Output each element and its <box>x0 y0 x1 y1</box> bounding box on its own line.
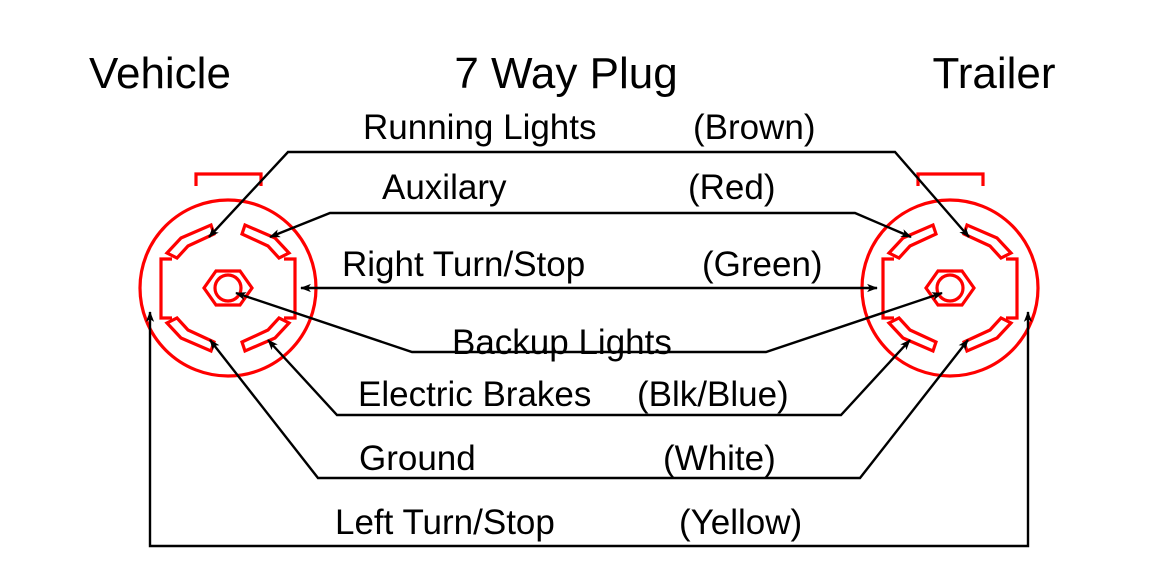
svg-text:Electric Brakes: Electric Brakes <box>358 375 591 414</box>
trailer-pin-left-turn <box>1006 257 1019 320</box>
wire-line-ground <box>209 339 969 480</box>
svg-text:(Green): (Green) <box>702 245 823 284</box>
svg-text:Right Turn/Stop: Right Turn/Stop <box>342 245 585 284</box>
svg-text:Left Turn/Stop: Left Turn/Stop <box>335 503 555 542</box>
trailer-connector <box>860 172 1040 378</box>
wire-label-electric-brakes: Electric Brakes (Blk/Blue) <box>358 375 789 414</box>
vehicle-pin-electric-brakes <box>240 316 292 354</box>
wire-label-right-turn: Right Turn/Stop (Green) <box>342 245 823 284</box>
svg-text:Backup Lights: Backup Lights <box>452 323 672 362</box>
wire-label-left-turn: Left Turn/Stop (Yellow) <box>335 503 802 542</box>
vehicle-pin-backup-lights-bore <box>213 273 243 303</box>
heading-vehicle: Vehicle <box>89 49 231 98</box>
wire-line-auxilary <box>269 211 912 239</box>
trailer-connector-tab <box>916 172 985 186</box>
svg-text:(Brown): (Brown) <box>693 108 816 147</box>
trailer-pin-running-lights <box>962 222 1014 260</box>
svg-text:(White): (White) <box>663 439 776 478</box>
wire-line-left-turn <box>145 311 1033 548</box>
vehicle-connector-body <box>138 198 318 378</box>
wire-label-ground: Ground (White) <box>359 439 776 478</box>
wire-label-backup-lights: Backup Lights <box>452 323 672 362</box>
trailer-pin-ground <box>962 316 1014 354</box>
trailer-pin-electric-brakes <box>886 316 938 354</box>
svg-text:(Red): (Red) <box>688 168 776 207</box>
wire-label-running-lights: Running Lights (Brown) <box>363 108 816 147</box>
heading-trailer: Trailer <box>932 49 1055 98</box>
wire-line-backup-lights <box>235 291 943 354</box>
svg-text:(Blk/Blue): (Blk/Blue) <box>637 375 789 414</box>
wire-line-electric-brakes <box>267 339 911 417</box>
vehicle-pin-left-turn <box>159 257 172 320</box>
wire-label-auxilary: Auxilary (Red) <box>382 168 776 207</box>
trailer-pin-backup-lights-bore <box>935 273 965 303</box>
vehicle-connector <box>138 172 318 378</box>
trailer-pin-backup-lights <box>924 269 976 307</box>
vehicle-connector-tab <box>194 172 263 186</box>
wire-line-running-lights <box>208 150 970 238</box>
vehicle-pin-auxilary <box>240 222 292 260</box>
vehicle-pin-backup-lights <box>202 269 254 307</box>
vehicle-pin-ground <box>164 316 216 354</box>
svg-text:Auxilary: Auxilary <box>382 168 507 207</box>
heading-seven-way-plug: 7 Way Plug <box>454 49 677 98</box>
svg-text:(Yellow): (Yellow) <box>679 503 802 542</box>
vehicle-pin-running-lights <box>164 222 216 260</box>
svg-text:Running Lights: Running Lights <box>363 108 597 147</box>
svg-text:Ground: Ground <box>359 439 476 478</box>
